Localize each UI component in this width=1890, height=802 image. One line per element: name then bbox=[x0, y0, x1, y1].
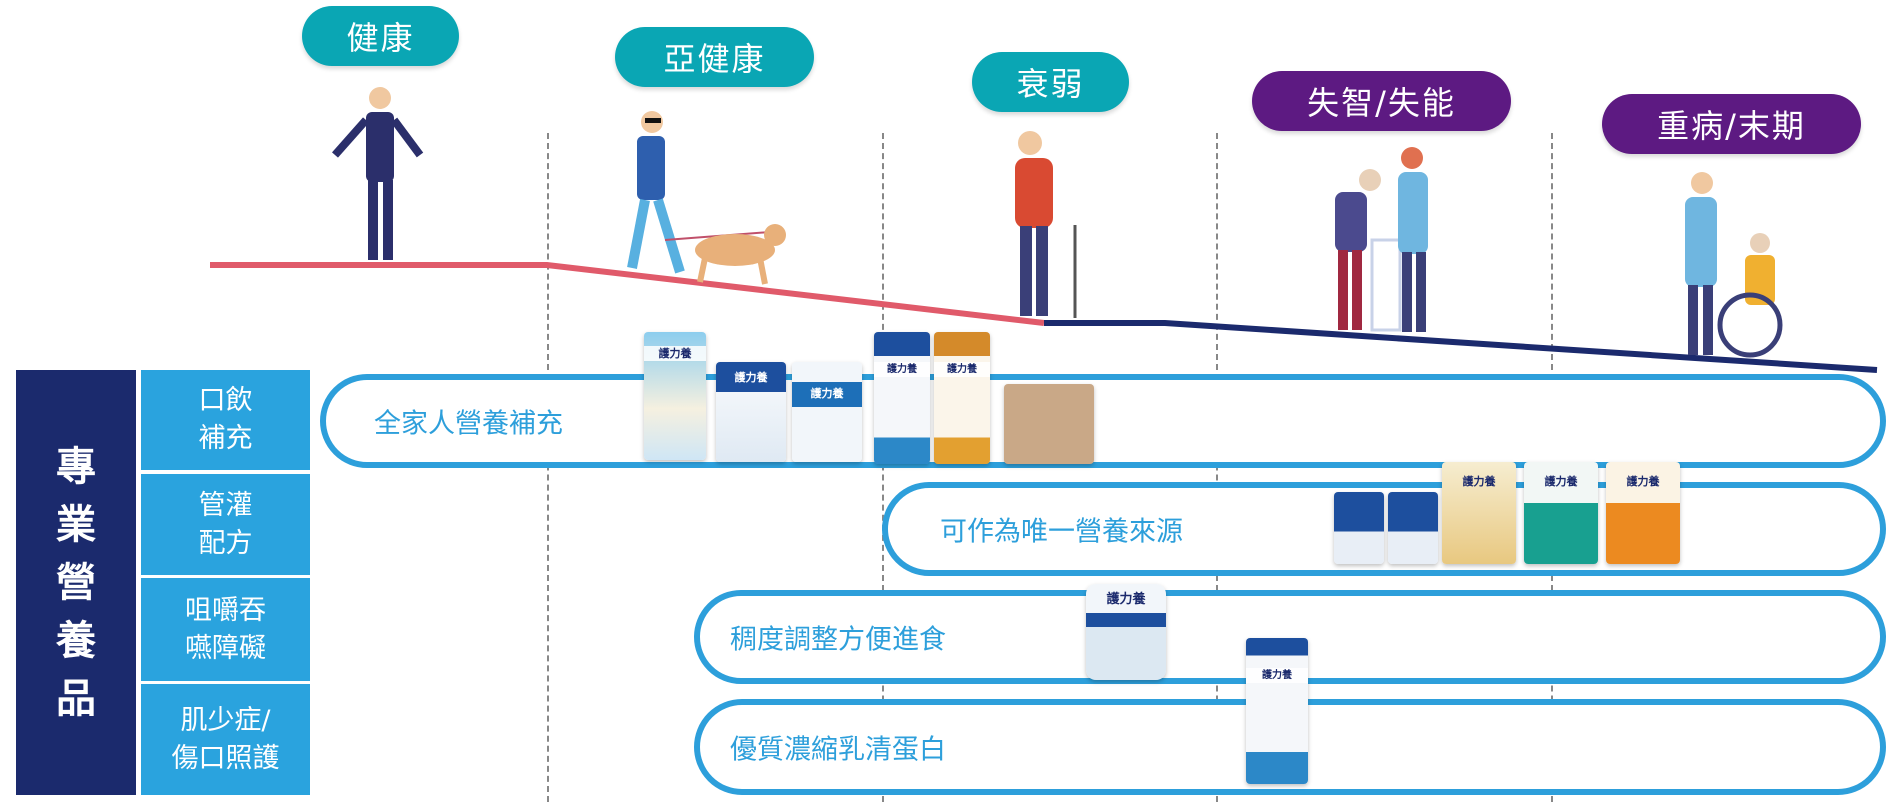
category-line: 管灌 bbox=[198, 489, 253, 521]
title-char: 品 bbox=[56, 675, 96, 722]
professional-nutrition-title: 專 業 營 養 品 bbox=[16, 370, 136, 795]
bar-label: 優質濃縮乳清蛋白 bbox=[730, 734, 946, 766]
product-box: 護力養 bbox=[874, 332, 930, 464]
title-char: 營 bbox=[56, 559, 96, 606]
stage-subhealthy: 亞健康 bbox=[615, 27, 814, 87]
category-oral-supplement: 口飲補充 bbox=[141, 370, 310, 470]
health-decline-illustration bbox=[210, 87, 1878, 373]
stage-healthy: 健康 bbox=[302, 6, 459, 66]
stage-severe-terminal: 重病/末期 bbox=[1602, 94, 1861, 154]
product-brand-label: 護力養 bbox=[1544, 475, 1578, 488]
category-line: 嚥障礙 bbox=[185, 632, 266, 664]
title-char: 養 bbox=[56, 617, 96, 664]
category-sarcopenia-wound: 肌少症/傷口照護 bbox=[141, 684, 310, 795]
product-can-plus: 護力養 bbox=[1442, 462, 1516, 564]
product-thickener-can: 護力養 bbox=[1086, 584, 1166, 680]
frail-elder-figure bbox=[1015, 131, 1077, 318]
product-brand-label: 護力養 bbox=[1106, 592, 1146, 607]
health-line bbox=[210, 262, 1045, 326]
category-tube-feeding: 管灌配方 bbox=[141, 474, 310, 575]
product-sample-box bbox=[1004, 384, 1094, 464]
title-char: 專 bbox=[56, 443, 96, 490]
category-line: 傷口照護 bbox=[171, 742, 280, 774]
stage-frail: 衰弱 bbox=[972, 52, 1129, 112]
bar-sole-nutrition: 可作為唯一營養來源 bbox=[882, 482, 1886, 576]
product-brand-label: 護力養 bbox=[934, 362, 990, 377]
category-line: 補充 bbox=[198, 423, 253, 454]
product-can-plus: 護力養 bbox=[1524, 462, 1598, 564]
stage-dementia-disability: 失智/失能 bbox=[1252, 71, 1511, 131]
product-box: 護力養 bbox=[934, 332, 990, 464]
product-brand-label: 護力養 bbox=[1462, 475, 1496, 488]
doctor-wheelchair-figure bbox=[1685, 172, 1783, 358]
product-brand-label: 護力養 bbox=[644, 346, 706, 361]
dementia-elder-nurse-figure bbox=[1335, 147, 1428, 332]
product-can: 護力養 bbox=[716, 362, 786, 462]
healthy-person-figure bbox=[332, 87, 424, 260]
title-char: 業 bbox=[56, 501, 96, 548]
bar-label: 稠度調整方便進食 bbox=[730, 624, 946, 656]
product-can-plus: 護力養 bbox=[1606, 462, 1680, 564]
product-bag: 護力養 bbox=[644, 332, 706, 460]
product-brand-label: 護力養 bbox=[810, 387, 844, 400]
product-brand-label: 護力養 bbox=[874, 362, 930, 377]
category-line: 肌少症/ bbox=[180, 704, 271, 736]
category-line: 咀嚼吞 bbox=[185, 594, 266, 626]
product-whey-box: 護力養 bbox=[1246, 638, 1308, 784]
product-bottle bbox=[1334, 492, 1384, 564]
bar-label: 全家人營養補充 bbox=[374, 408, 563, 440]
category-line: 口飲 bbox=[198, 385, 253, 416]
product-brand-label: 護力養 bbox=[1246, 668, 1308, 683]
category-line: 配方 bbox=[198, 527, 253, 559]
product-brand-label: 護力養 bbox=[734, 371, 768, 384]
category-dysphagia: 咀嚼吞嚥障礙 bbox=[141, 578, 310, 681]
bar-label: 可作為唯一營養來源 bbox=[940, 516, 1183, 548]
product-brand-label: 護力養 bbox=[1626, 475, 1660, 488]
decline-line bbox=[1044, 320, 1878, 373]
product-bottle bbox=[1388, 492, 1438, 564]
subhealthy-person-figure bbox=[627, 111, 786, 285]
bar-family-nutrition: 全家人營養補充 bbox=[320, 374, 1886, 468]
product-can: 護力養 bbox=[792, 362, 862, 462]
